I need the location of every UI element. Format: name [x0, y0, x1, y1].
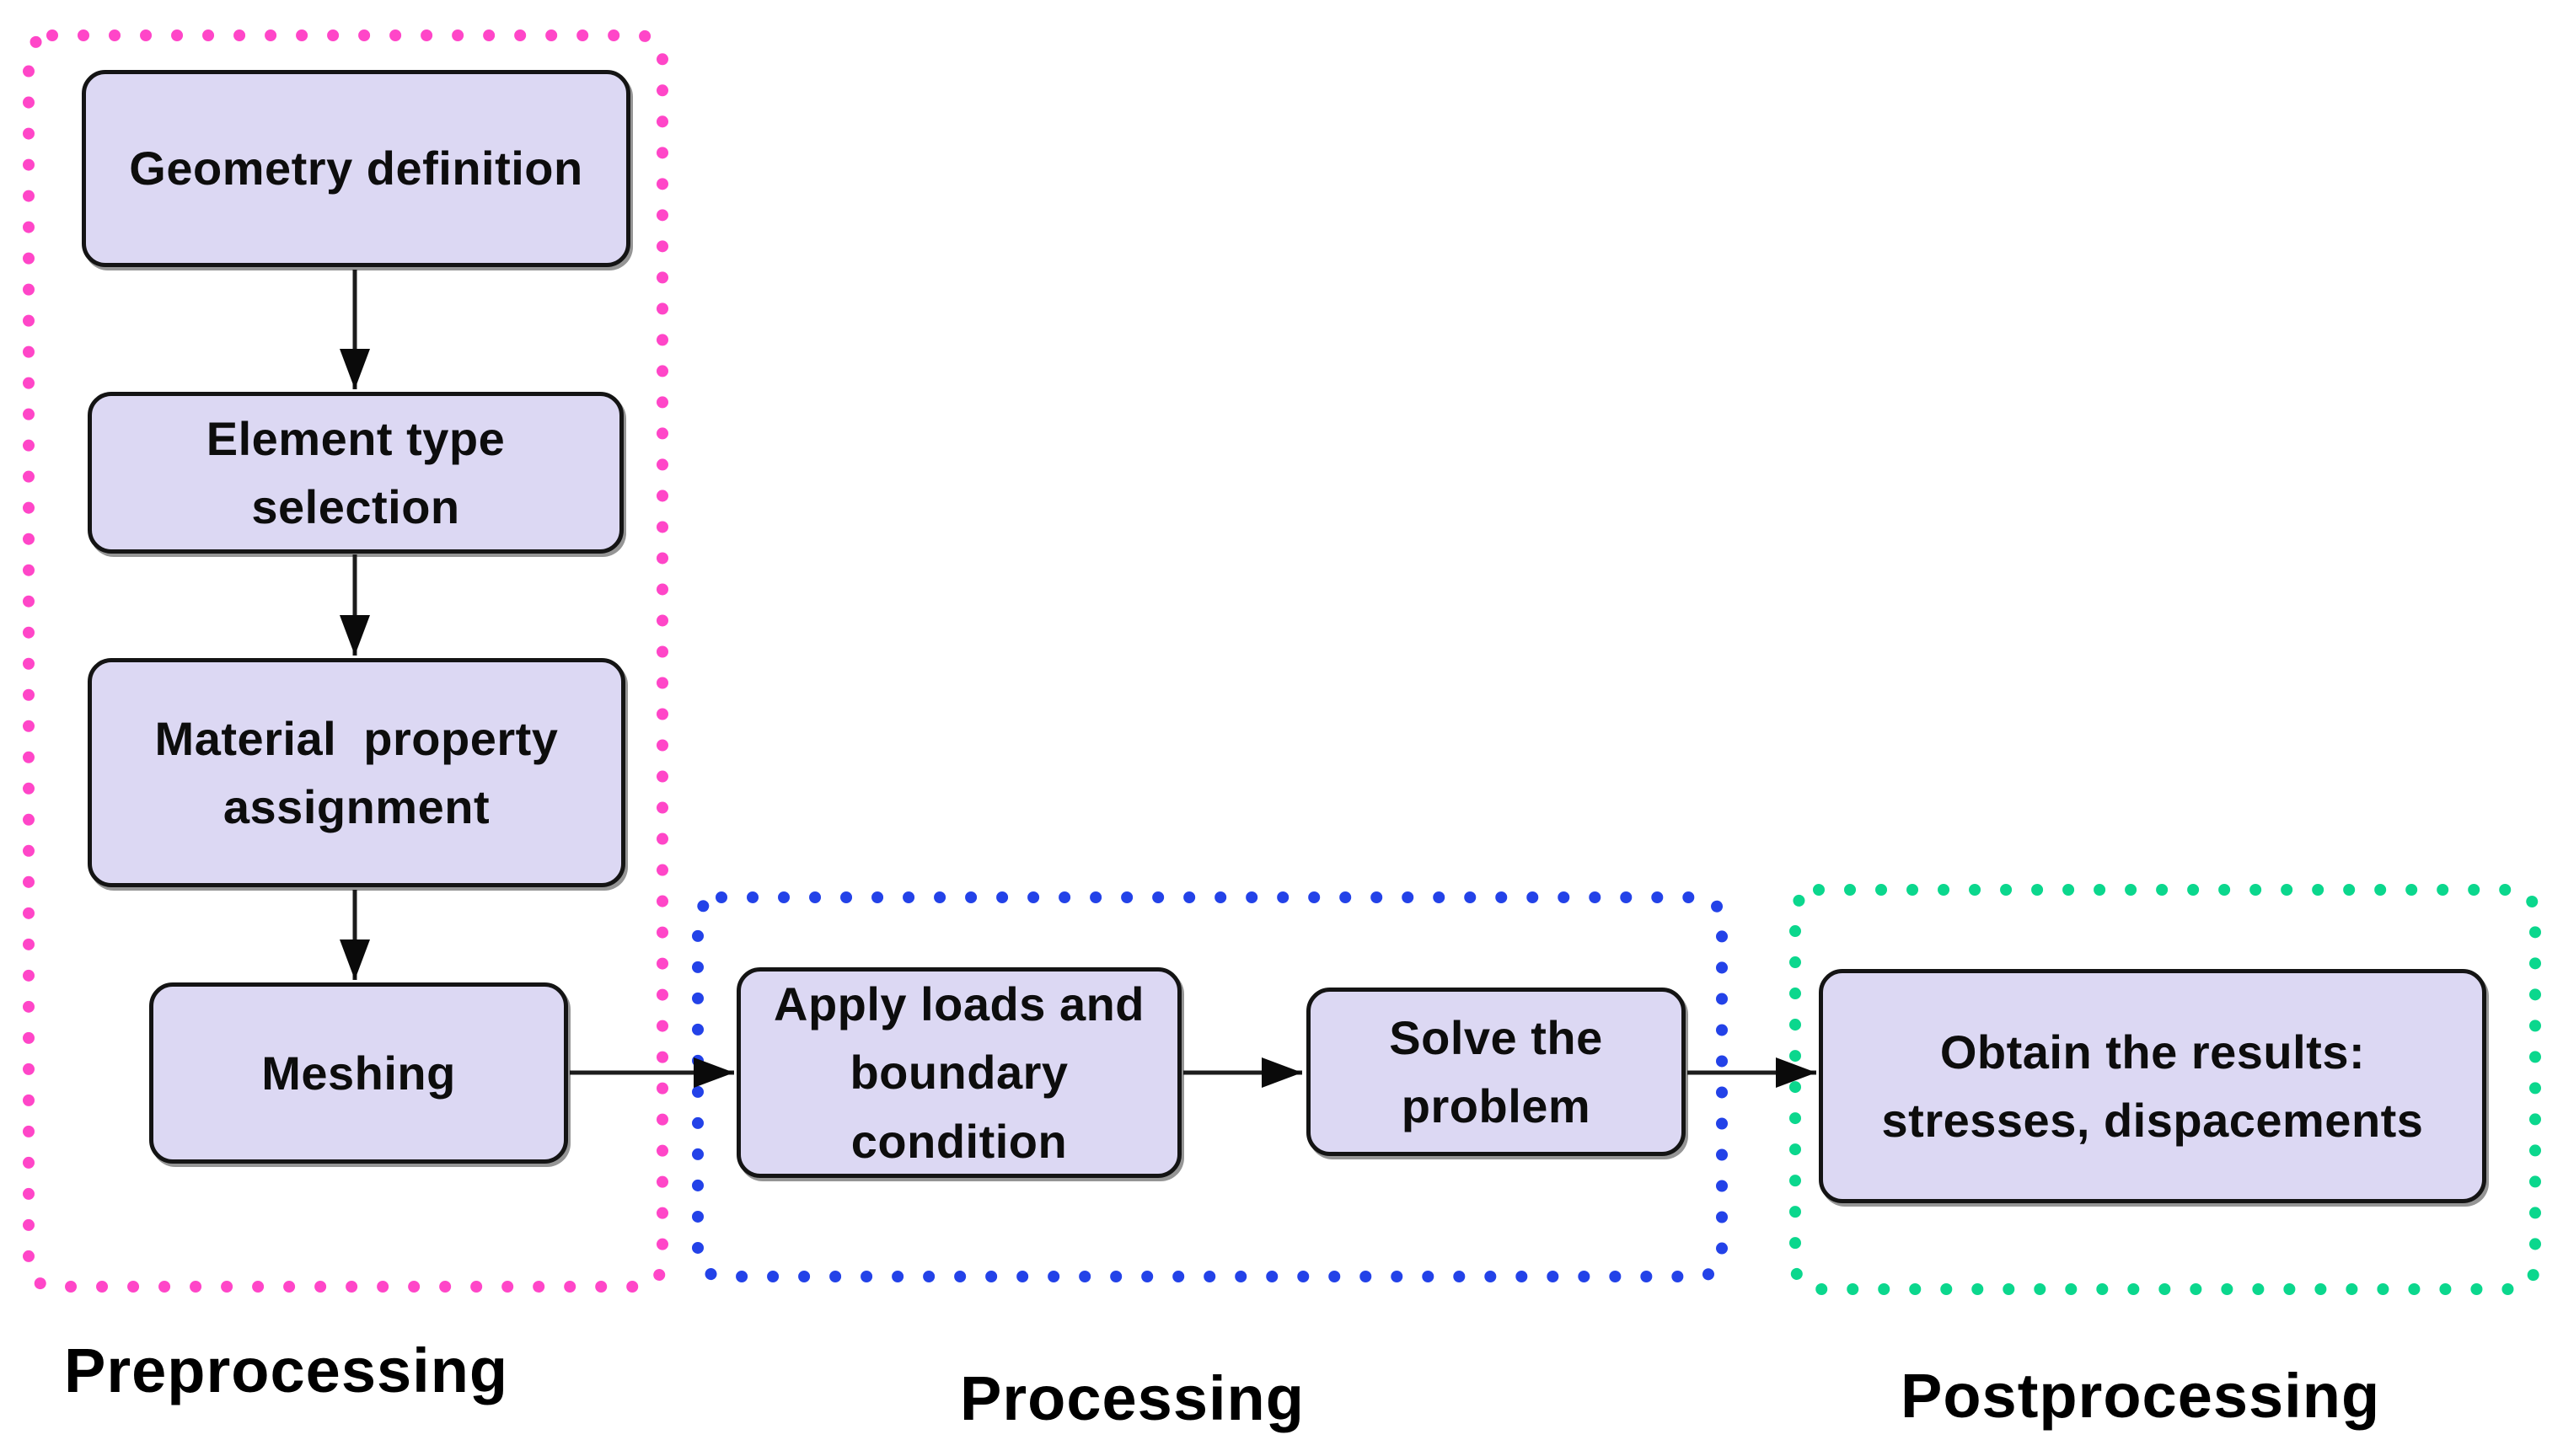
- node-material-property-assignment: Material property assignment: [88, 658, 625, 887]
- node-solve-the-problem-label: Solve the problem: [1389, 1010, 1603, 1132]
- node-apply-loads-boundary-condition-label: Apply loads and boundary condition: [774, 977, 1145, 1168]
- node-geometry-definition-label: Geometry definition: [129, 142, 583, 195]
- postprocessing-group-border: [1789, 884, 2541, 1295]
- node-solve-the-problem: Solve the problem: [1306, 988, 1686, 1156]
- node-meshing: Meshing: [149, 982, 568, 1164]
- node-apply-loads-boundary-condition: Apply loads and boundary condition: [737, 967, 1182, 1178]
- node-meshing-label: Meshing: [261, 1046, 456, 1100]
- node-geometry-definition: Geometry definition: [82, 70, 630, 267]
- preprocessing-group-border: [23, 29, 668, 1293]
- node-obtain-results: Obtain the results: stresses, dispacemen…: [1819, 969, 2486, 1203]
- label-processing: Processing: [960, 1363, 1305, 1433]
- label-postprocessing: Postprocessing: [1901, 1361, 2381, 1431]
- node-obtain-results-label: Obtain the results: stresses, dispacemen…: [1881, 1025, 2424, 1147]
- node-element-type-selection-label: Element type selection: [206, 411, 506, 533]
- node-material-property-assignment-label: Material property assignment: [154, 711, 559, 833]
- label-preprocessing: Preprocessing: [64, 1336, 509, 1405]
- node-element-type-selection: Element type selection: [88, 392, 624, 554]
